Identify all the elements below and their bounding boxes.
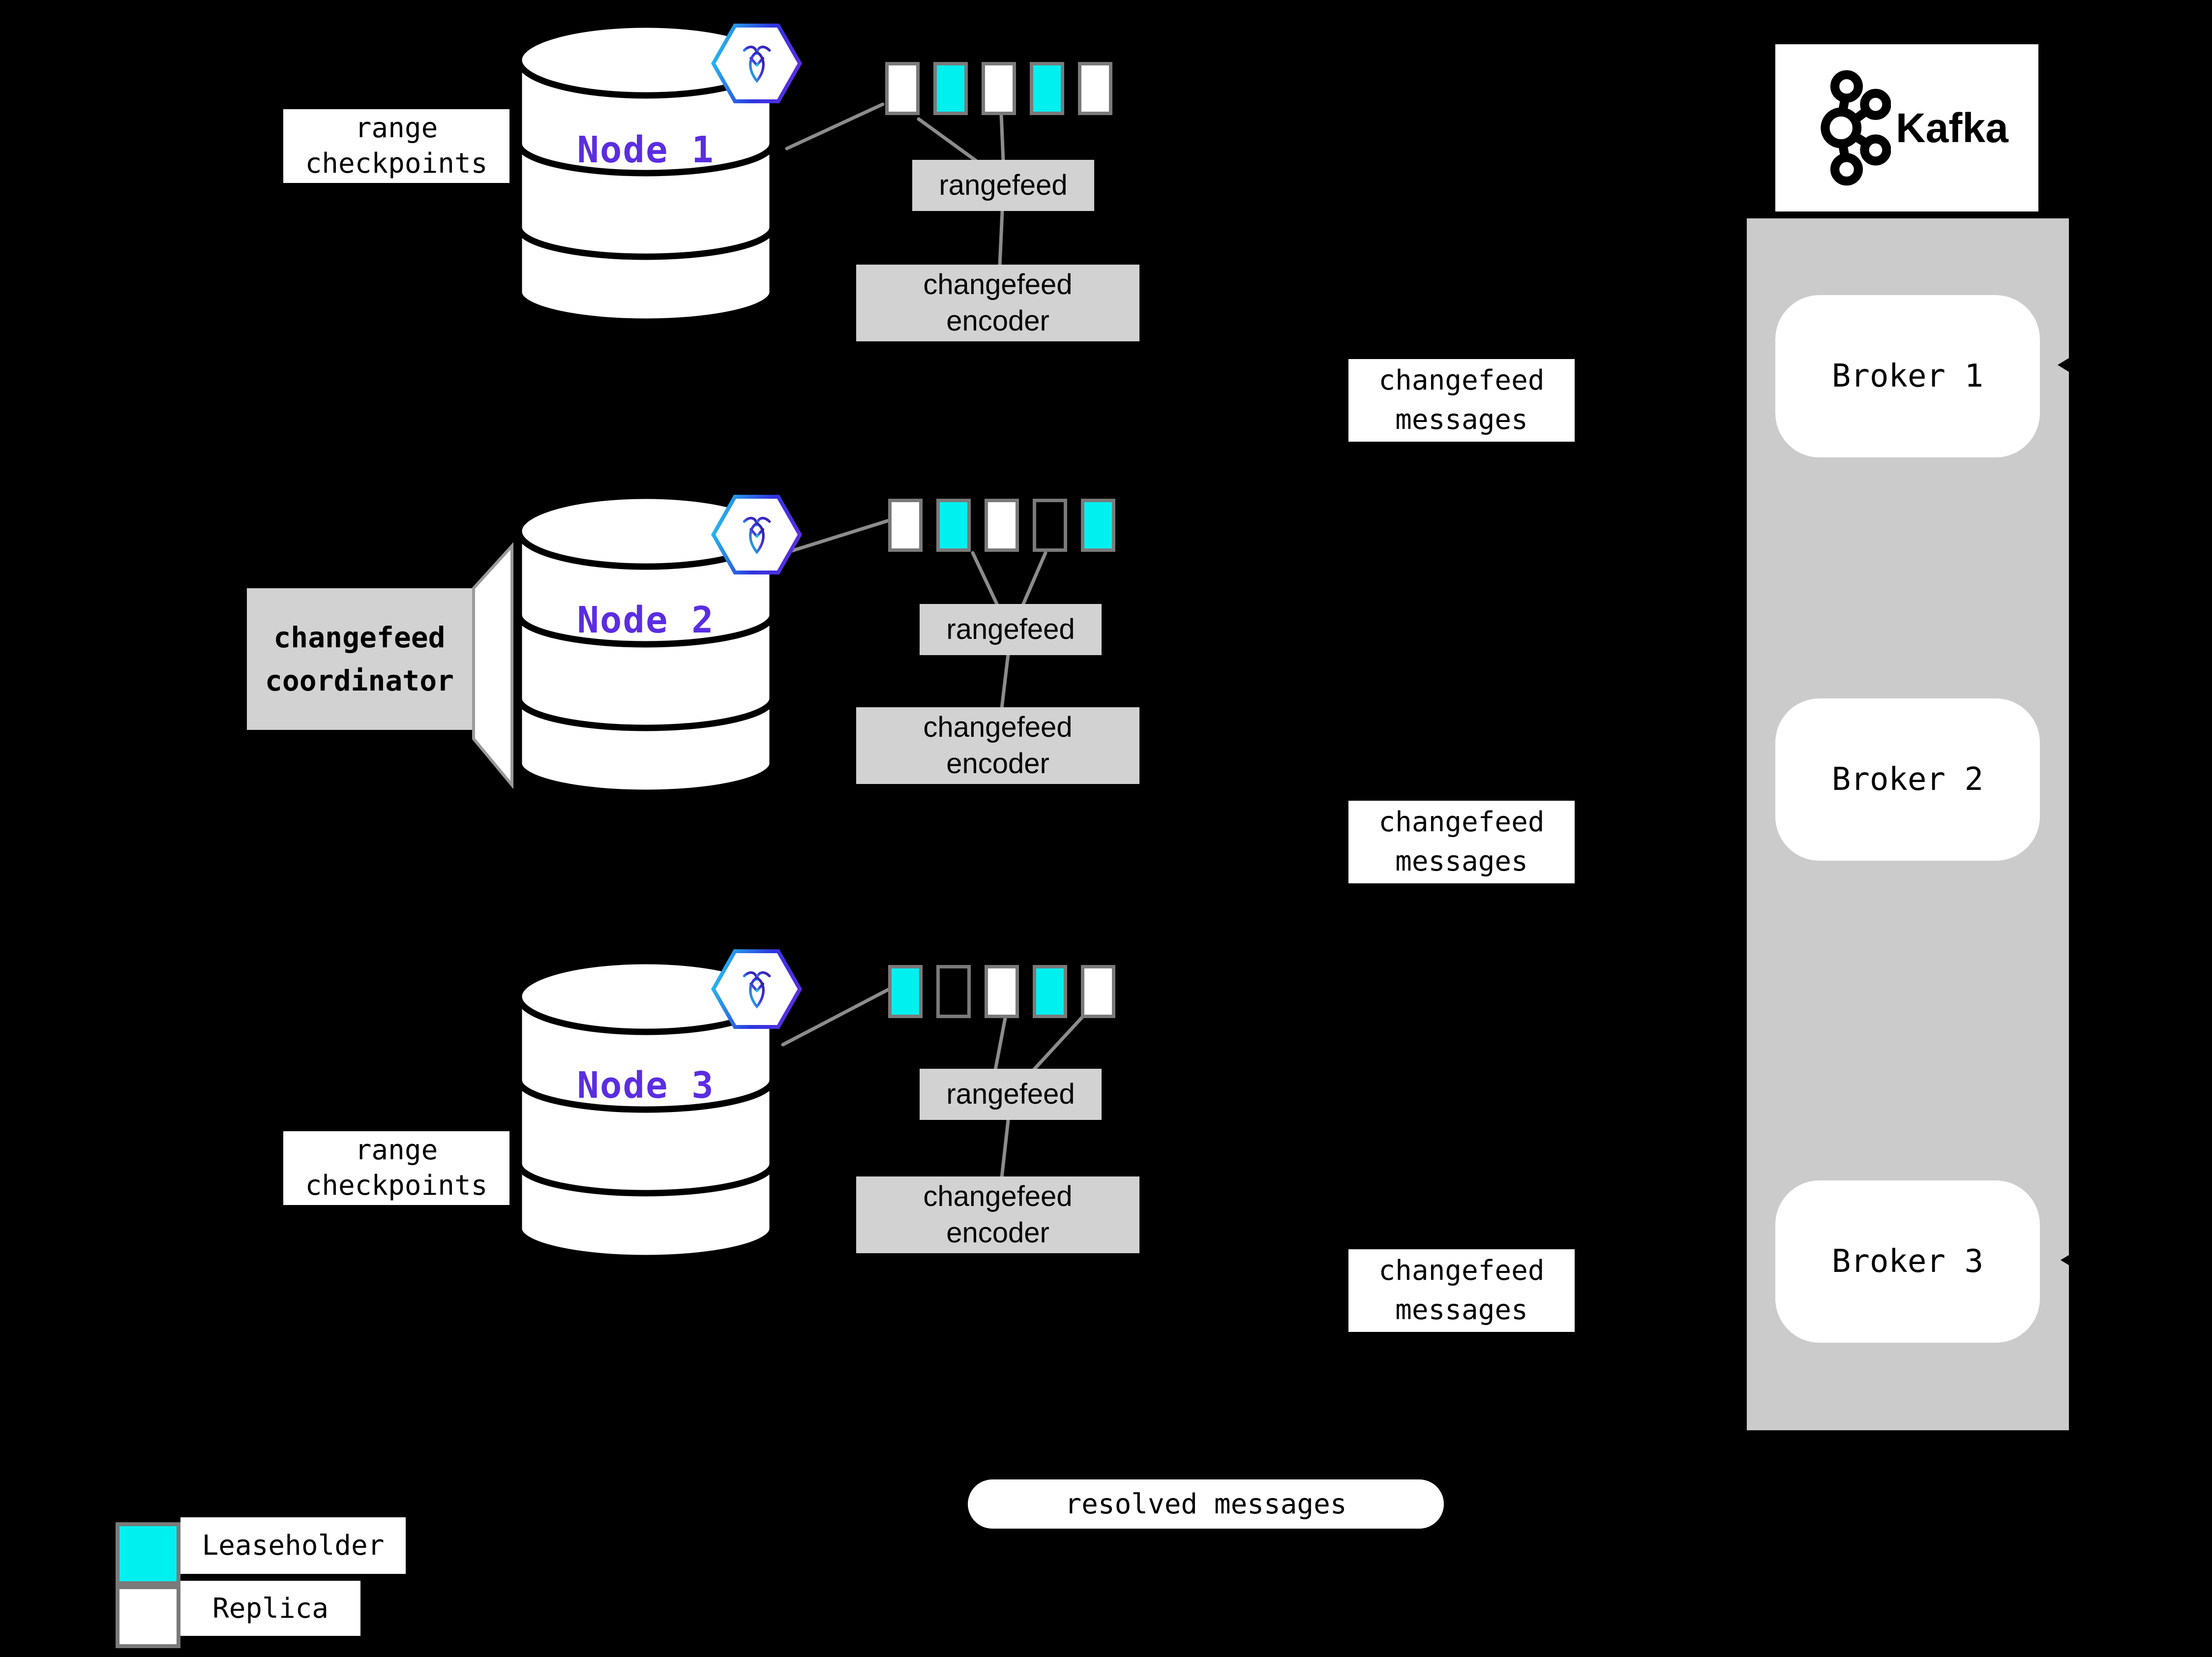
range-checkpoints-text: range checkpoints [305, 112, 488, 180]
cockroachdb-logo-inner [716, 499, 798, 571]
range-square [888, 499, 923, 552]
range-square [1033, 499, 1067, 552]
connector-line [785, 102, 885, 151]
broker-1-label: Broker 1 [1831, 358, 1984, 394]
cockroachdb-logo-inner [716, 28, 798, 99]
range-checkpoints-label-node1: range checkpoints [283, 109, 509, 183]
changefeed-coordinator-box: changefeed coordinator [247, 588, 472, 730]
broker-2-label: Broker 2 [1831, 761, 1984, 798]
node-2-label: Node 2 [577, 599, 715, 641]
kafka-logo-box: Kafka [1775, 44, 2038, 211]
changefeed-messages-label-2: changefeed messages [1348, 801, 1575, 883]
database-cylinder-icon [515, 492, 776, 796]
cockroachdb-logo-icon [711, 949, 802, 1029]
connector-line [1000, 652, 1010, 710]
changefeed-messages-label-3: changefeed messages [1348, 1249, 1575, 1332]
connector-line [1000, 1118, 1010, 1179]
legend-leaseholder-label: Leaseholder [180, 1517, 406, 1574]
changefeed-coordinator-text: changefeed coordinator [265, 621, 454, 697]
changefeed-encoder-box-node3: changefeed encoder [856, 1176, 1139, 1253]
broker-1-box: Broker 1 [1775, 295, 2040, 457]
connector-line [971, 551, 999, 607]
resolved-messages-pill: resolved messages [968, 1479, 1444, 1529]
rangefeed-text: rangefeed [939, 169, 1068, 201]
rangefeed-box-node3: rangefeed [920, 1069, 1102, 1120]
range-square [1078, 62, 1112, 115]
range-square [1081, 499, 1115, 552]
connector-line [1032, 1010, 1089, 1072]
range-square [933, 62, 968, 115]
range-square [1030, 62, 1064, 115]
connector-line [993, 1016, 1007, 1072]
rangefeed-text: rangefeed [946, 1078, 1075, 1110]
cockroachdb-logo-icon [711, 495, 802, 574]
database-cylinder-icon [515, 21, 776, 325]
range-checkpoints-label-node3: range checkpoints [283, 1131, 509, 1205]
changefeed-messages-text: changefeed messages [1378, 364, 1545, 436]
range-square [888, 965, 923, 1018]
changefeed-messages-label-1: changefeed messages [1348, 359, 1575, 442]
connector-line [998, 210, 1004, 268]
rangefeed-text: rangefeed [946, 613, 1075, 645]
connector-line [999, 112, 1005, 163]
range-square [985, 965, 1019, 1018]
changefeed-encoder-text: changefeed encoder [923, 1180, 1073, 1249]
changefeed-encoder-text: changefeed encoder [923, 269, 1073, 337]
changefeed-encoder-box-node1: changefeed encoder [856, 265, 1139, 341]
range-square [885, 62, 920, 115]
rangefeed-box-node2: rangefeed [920, 604, 1102, 655]
broker-3-label: Broker 3 [1831, 1243, 1984, 1280]
legend-leaseholder-swatch [116, 1522, 180, 1585]
connector-line [917, 117, 978, 163]
range-square [985, 499, 1019, 552]
broker-2-box: Broker 2 [1775, 698, 2040, 861]
range-square [982, 62, 1016, 115]
range-square [1033, 965, 1067, 1018]
legend-replica-label: Replica [180, 1581, 360, 1636]
coordinator-flag-shape [472, 542, 513, 789]
legend-replica-swatch [116, 1585, 180, 1648]
range-square [936, 965, 971, 1018]
changefeed-encoder-text: changefeed encoder [923, 711, 1073, 780]
legend-replica-text: Replica [212, 1592, 329, 1625]
legend-leaseholder-text: Leaseholder [202, 1530, 385, 1562]
rangefeed-box-node1: rangefeed [912, 160, 1094, 211]
kafka-logo-text: Kafka [1896, 105, 2008, 151]
changefeed-encoder-box-node2: changefeed encoder [856, 707, 1139, 784]
connector-line [781, 987, 892, 1047]
connector-line [774, 518, 891, 558]
range-square [1081, 965, 1115, 1018]
node-3-label: Node 3 [577, 1064, 715, 1107]
resolved-messages-text: resolved messages [1065, 1488, 1347, 1520]
changefeed-messages-text: changefeed messages [1378, 1255, 1545, 1326]
range-square [936, 499, 971, 552]
range-checkpoints-text: range checkpoints [305, 1134, 488, 1202]
kafka-logo-icon [1821, 70, 1891, 186]
database-cylinder-icon [515, 958, 776, 1262]
connector-line [1021, 551, 1047, 607]
cockroachdb-logo-icon [711, 24, 802, 103]
node-1-label: Node 1 [577, 129, 715, 171]
changefeed-messages-text: changefeed messages [1378, 806, 1545, 877]
broker-3-box: Broker 3 [1775, 1180, 2040, 1343]
cockroachdb-logo-inner [716, 953, 798, 1025]
